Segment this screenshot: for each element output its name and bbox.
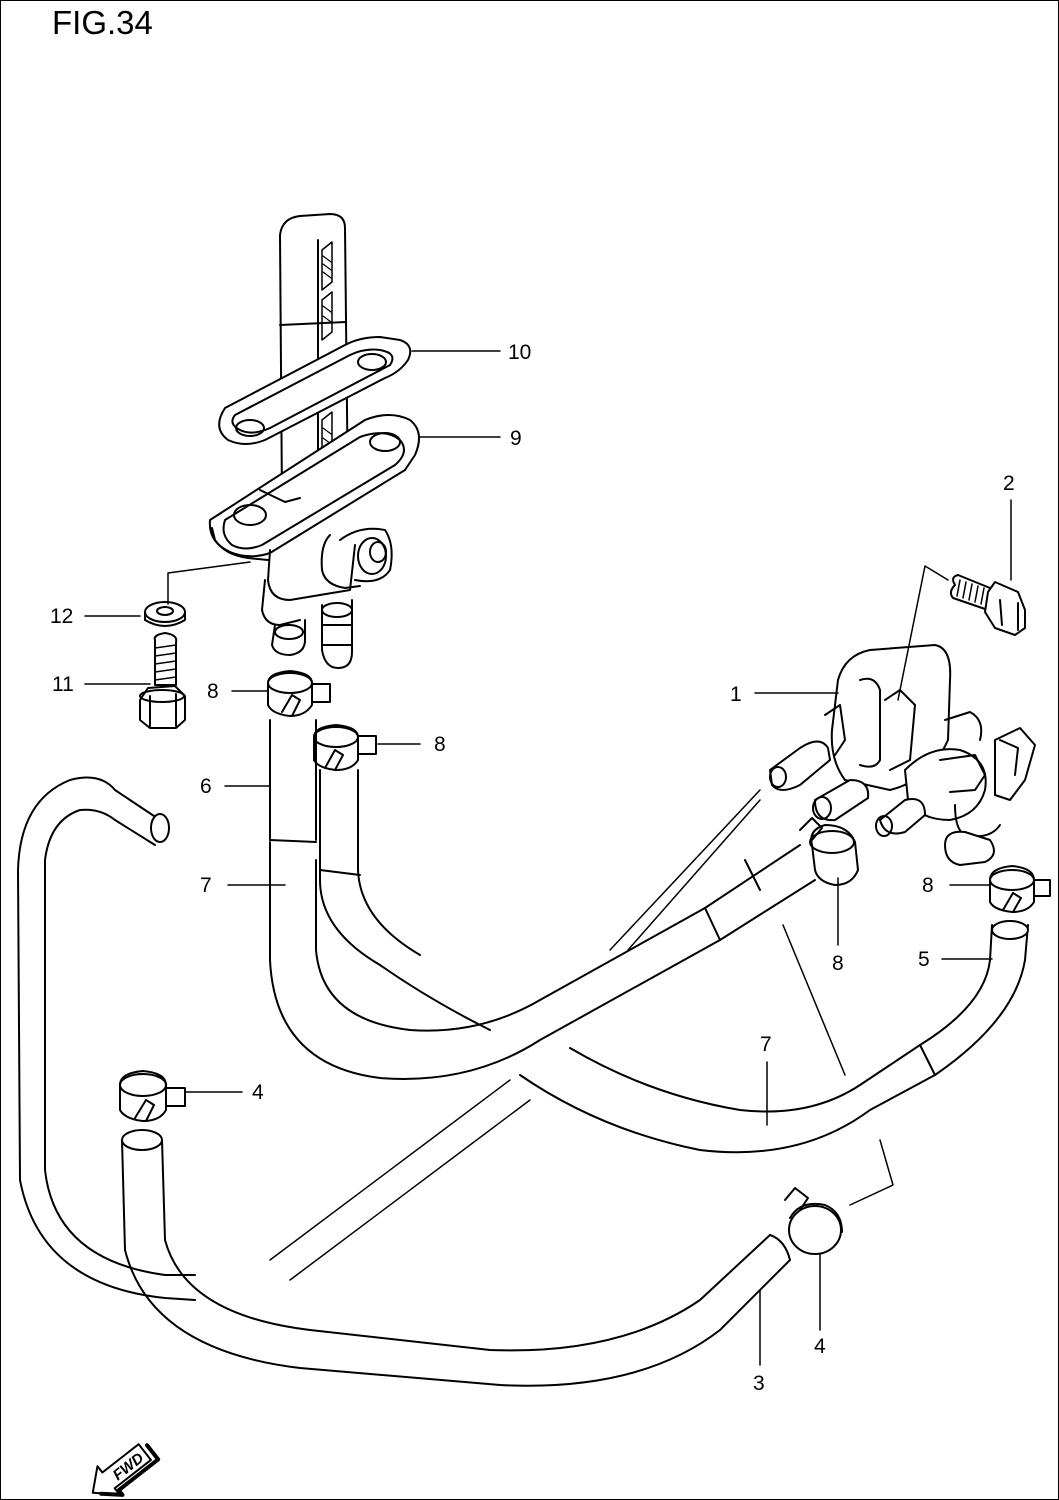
figure-title: FIG.34: [52, 4, 153, 41]
callout-10: 10: [508, 341, 531, 364]
hose-7-lower: [519, 920, 1029, 1154]
callout-4-a: 4: [252, 1081, 264, 1104]
screw-11: [139, 632, 186, 729]
clamp-8-a: [267, 670, 331, 717]
callout-7-a: 7: [200, 874, 212, 897]
clamp-4-a: [119, 1070, 186, 1122]
callout-6: 6: [200, 775, 212, 798]
clamp-8-b: [313, 724, 377, 771]
hose-3: [121, 1129, 791, 1387]
hose-left-loop: [17, 776, 196, 1301]
callout-11: 11: [52, 673, 74, 696]
washer-12: [144, 601, 186, 627]
fwd-arrow-icon: FWD: [91, 1443, 161, 1497]
callout-8-d: 8: [832, 952, 844, 975]
callout-labels: 10 9 2 12 11 8 1 8 6 7 8 8 5 7 4 4 3: [50, 341, 1015, 1395]
callout-1: 1: [730, 683, 742, 706]
leader-lines: [84, 350, 1012, 1366]
fuel-cock-body: [208, 414, 420, 669]
fuel-valve-1: [769, 644, 1036, 866]
callout-2: 2: [1003, 472, 1015, 495]
o-ring-gasket: [218, 336, 412, 445]
clamp-8-d: [989, 865, 1051, 913]
hose-6: [269, 719, 317, 843]
clamp-8-c: [799, 817, 859, 886]
callout-3: 3: [753, 1372, 765, 1395]
bolt-2: [949, 574, 1026, 636]
phantom-lines: [269, 789, 761, 1281]
callout-5: 5: [918, 948, 930, 971]
callout-8-c: 8: [922, 874, 934, 897]
hose-7-upper: [269, 769, 816, 1080]
clamp-4-b: [784, 1187, 843, 1255]
callout-7-b: 7: [760, 1033, 772, 1056]
callout-8-b: 8: [434, 733, 446, 756]
callout-9: 9: [510, 427, 522, 450]
callout-12: 12: [50, 605, 73, 628]
callout-4-b: 4: [814, 1335, 826, 1358]
callout-8-a: 8: [207, 680, 219, 703]
